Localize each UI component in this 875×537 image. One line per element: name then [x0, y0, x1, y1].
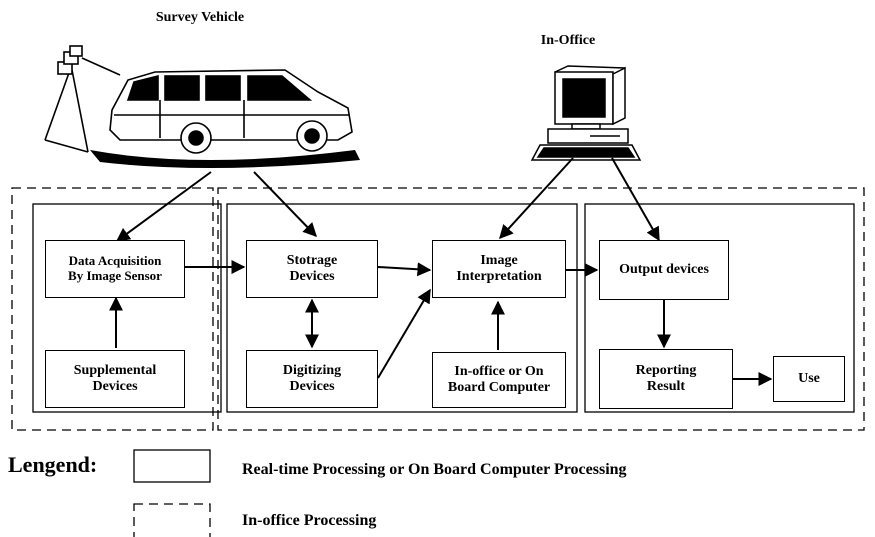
solid-frame-output: [584, 203, 855, 413]
legend-dashed-label: In-office Processing: [242, 512, 377, 529]
solid-frame-processing: [226, 203, 578, 413]
legend-title: Lengend:: [8, 452, 98, 477]
dashed-frame-acquisition: [11, 187, 214, 431]
legend-solid-swatch: [133, 449, 211, 483]
legend-dashed-swatch: [133, 503, 211, 537]
use-box: Use: [773, 356, 845, 402]
in-office-label: In-Office: [540, 33, 596, 48]
output-devices-box: Output devices: [599, 240, 729, 300]
survey-vehicle-icon: [44, 45, 360, 169]
dashed-frame-processing: [217, 187, 865, 431]
survey-vehicle-label: Survey Vehicle: [155, 10, 245, 25]
solid-frame-acquisition: [32, 203, 222, 413]
computer-icon: [530, 65, 642, 161]
legend-solid-label: Real-time Processing or On Board Compute…: [242, 461, 627, 478]
flow-arrows: [109, 157, 773, 386]
